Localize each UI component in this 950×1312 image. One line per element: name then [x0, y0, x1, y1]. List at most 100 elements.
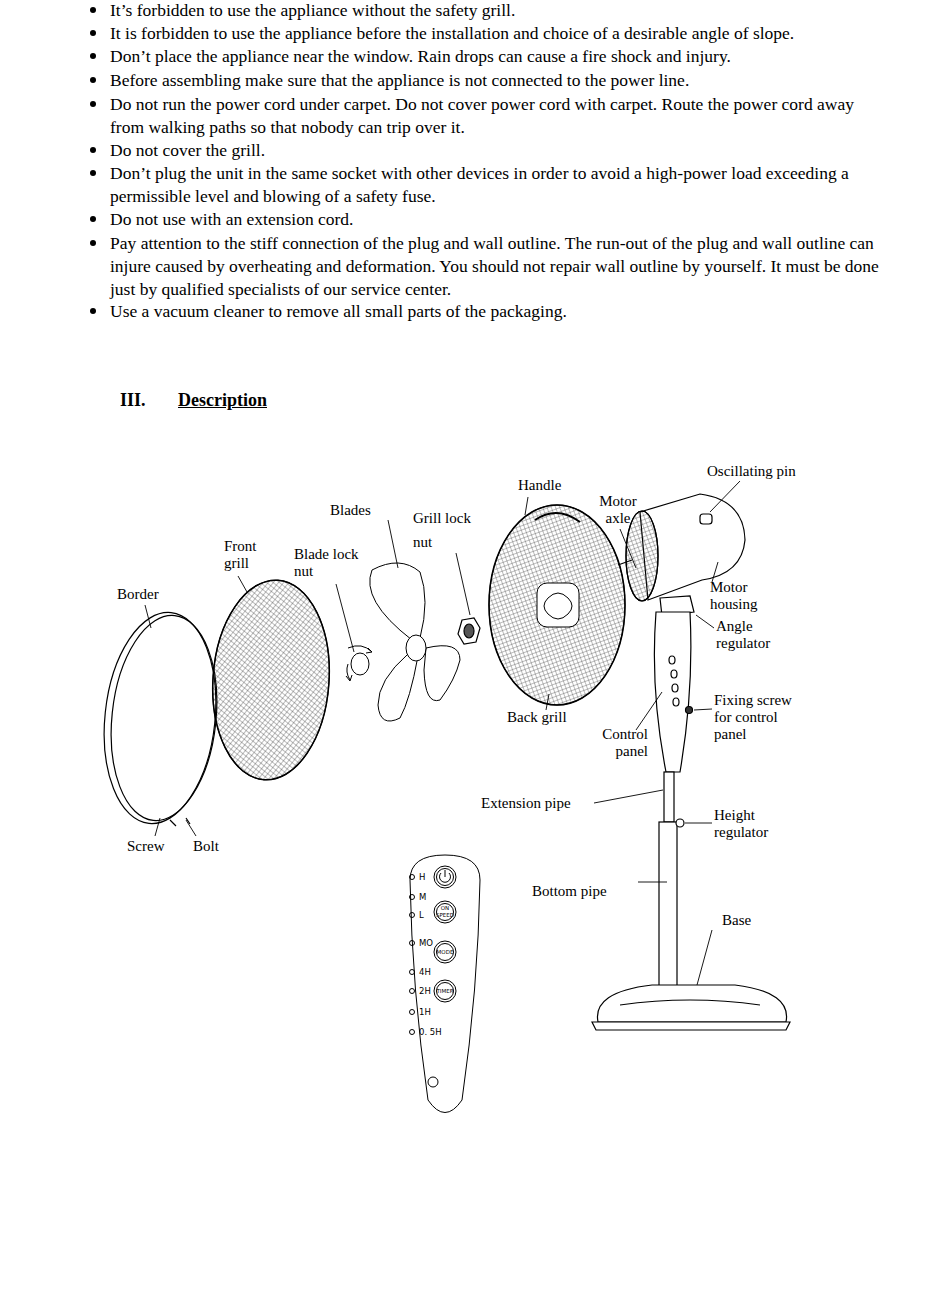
bullet-text: Do not cover the grill.	[110, 139, 892, 162]
fan-stand	[659, 822, 677, 987]
remote-control	[434, 941, 456, 963]
indicator-label: 4H	[419, 967, 431, 977]
remote-control	[437, 904, 454, 921]
front-grill	[206, 576, 336, 784]
front-grill	[206, 576, 336, 784]
leader-lines	[145, 481, 740, 985]
leader-lines	[694, 709, 712, 710]
leader-lines	[186, 820, 196, 836]
remote-control	[434, 980, 456, 1002]
leader-lines	[388, 520, 398, 568]
fan-stand	[597, 985, 786, 1022]
part-label: Bottom pipe	[532, 883, 607, 900]
indicator-label: L	[419, 910, 424, 920]
remote-control	[410, 875, 415, 880]
indicator-label: MO	[419, 938, 433, 948]
indicator-label: 1H	[419, 1007, 431, 1017]
fan-blades	[370, 563, 460, 721]
bullet-text: Before assembling make sure that the app…	[110, 69, 892, 92]
remote-control	[437, 869, 454, 886]
bullet-dots	[90, 170, 96, 176]
remote-control	[410, 1030, 415, 1035]
leader-lines	[710, 481, 740, 512]
bullet-text: Do not run the power cord under carpet. …	[110, 93, 892, 139]
bullet-dots	[90, 7, 96, 314]
bullet-text: Pay attention to the stiff connection of…	[110, 232, 892, 301]
border-ring	[94, 607, 226, 829]
leader-lines	[336, 584, 354, 652]
grill-lock-nut	[464, 624, 474, 638]
fan-stand	[669, 656, 675, 664]
fan-stand	[592, 596, 790, 1030]
bullet-dots	[90, 7, 96, 13]
part-label: Blade lock nut	[294, 546, 376, 580]
indicator-label: 0. 5H	[419, 1027, 442, 1037]
fan-stand	[686, 707, 693, 714]
border-ring	[102, 610, 227, 826]
part-label: Height regulator	[714, 807, 786, 841]
bullet-text: Don’t plug the unit in the same socket w…	[110, 162, 892, 208]
indicator-label: M	[419, 892, 426, 902]
back-grill	[489, 505, 625, 705]
blade-lock-nut	[366, 648, 372, 653]
part-label: Motor axle	[593, 493, 643, 527]
button-label: ON	[441, 905, 449, 911]
fan-stand	[664, 772, 674, 822]
remote-control	[410, 895, 415, 900]
remote-control	[410, 1010, 415, 1015]
front-grill	[206, 576, 336, 784]
remote-control	[437, 983, 454, 1000]
fan-stand	[654, 612, 691, 772]
fan-blades	[378, 654, 418, 721]
bullet-dots	[90, 308, 96, 314]
border-ring	[94, 607, 226, 829]
part-label: Oscillating pin	[707, 463, 796, 480]
bullet-text: It is forbidden to use the appliance bef…	[110, 22, 892, 45]
part-label: Angle regulator	[716, 618, 788, 652]
part-label: Screw	[127, 838, 165, 855]
indicator-label: H	[419, 872, 425, 882]
bullet-text: Use a vacuum cleaner to remove all small…	[110, 300, 892, 323]
blade-lock-nut	[346, 646, 372, 681]
leader-lines	[697, 930, 712, 985]
leader-lines	[525, 497, 528, 515]
section-number: III.	[120, 389, 146, 411]
part-label: Front grill	[224, 538, 269, 572]
bullet-text: Do not use with an extension cord.	[110, 208, 892, 231]
part-label: Fixing screw for control panel	[714, 692, 808, 743]
bullet-dots	[90, 101, 96, 107]
remote-control	[445, 870, 446, 877]
button-label: SPEED	[436, 912, 454, 918]
leader-lines	[145, 605, 151, 628]
fan-stand	[672, 684, 678, 692]
remote-control	[410, 913, 415, 918]
back-grill	[537, 583, 579, 627]
back-grill	[544, 593, 572, 619]
part-label: Border	[117, 586, 159, 603]
part-label: Base	[722, 912, 751, 929]
leader-lines	[155, 818, 160, 836]
leader-lines	[696, 615, 714, 628]
leader-lines	[636, 692, 662, 730]
leader-lines	[238, 576, 247, 592]
fan-stand	[620, 1000, 760, 1005]
bullet-dots	[90, 216, 96, 222]
blade-lock-nut	[348, 646, 372, 652]
leader-lines	[638, 882, 667, 883]
bullet-dots	[90, 147, 96, 153]
fan-stand	[676, 819, 684, 827]
part-label: Blades	[330, 502, 371, 519]
fan-blades	[406, 635, 426, 661]
part-label: Grill lock nut	[413, 506, 485, 554]
fan-stand	[592, 1022, 790, 1030]
fan-blades	[424, 646, 460, 701]
motor-housing	[700, 514, 712, 524]
bullet-dots	[90, 240, 96, 246]
remote-control	[410, 989, 415, 994]
grill-lock-nut	[458, 618, 480, 644]
part-label: Motor housing	[710, 579, 774, 613]
part-label: Control panel	[592, 726, 648, 760]
leader-lines	[620, 529, 636, 568]
section-title: Description	[178, 389, 267, 411]
leader-lines	[594, 790, 663, 803]
